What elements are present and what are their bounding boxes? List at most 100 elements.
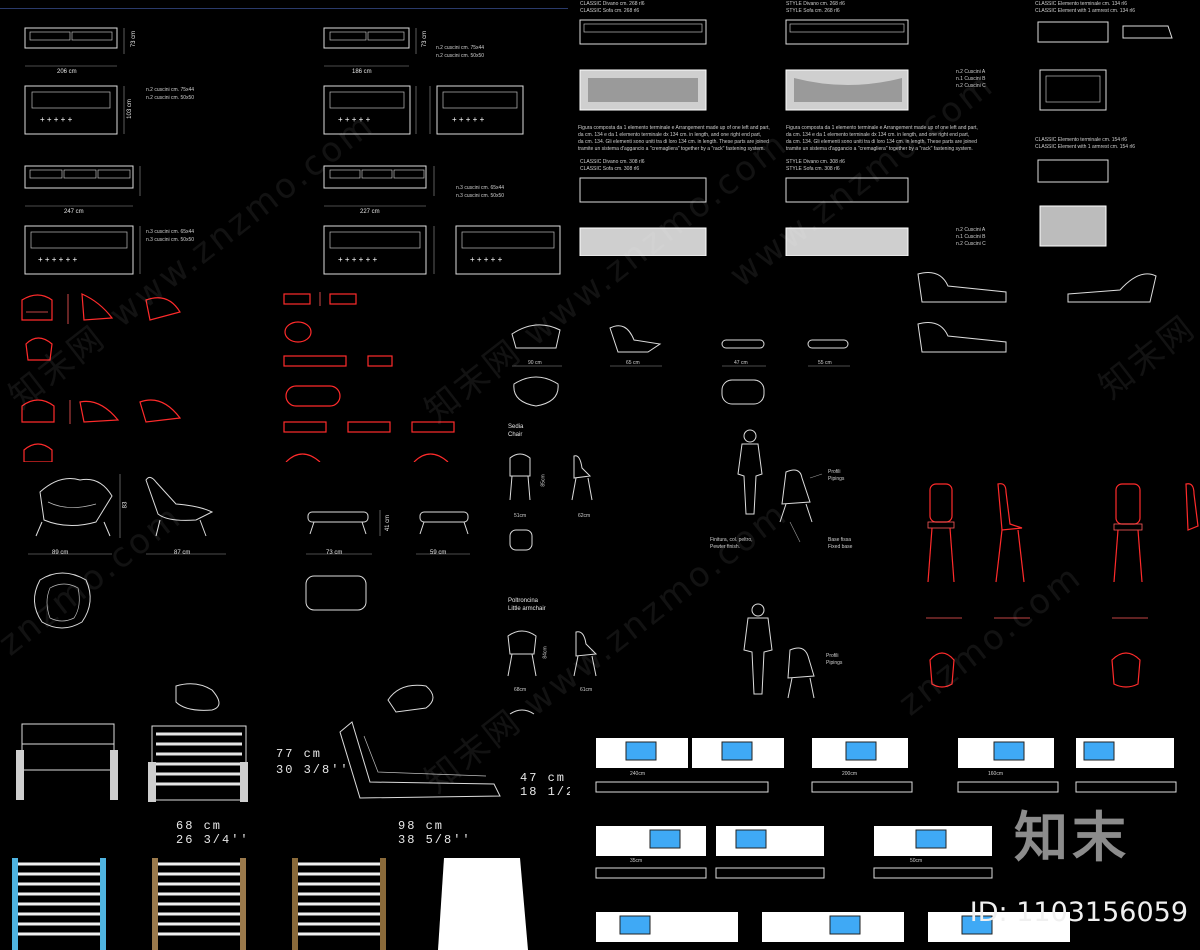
svg-text:+ + + + +: + + + + + [40,115,73,124]
dim-59: 59 cm [430,550,447,556]
red-chair-front [927,483,955,583]
deck-s-cm: 47 cm [520,771,567,785]
deck-w1-in: 26 3/4'' [176,833,250,847]
cat-col3b-sub: CLASSIC Element with 1 armrest cm. 154 r… [1035,144,1136,150]
deck-w2-in: 38 5/8'' [398,833,472,847]
sofa-front-206 [24,27,125,67]
sedia-views [509,453,593,551]
cat-col3b-title: CLASSIC Elemento terminale cm. 154 rl6 [1035,137,1127,143]
cat-col2b-sub: STYLE Sofa cm. 308 rl6 [786,166,840,172]
sofa-front-247 [24,165,141,207]
deck-h-cm: 77 cm [276,747,323,761]
deck-s-in: 18 1/2'' [520,785,570,799]
cat-col3-sub: CLASSIC Element with 1 armrest cm. 134 r… [1035,8,1136,14]
cat-para-3b: da cm. 134. Gli elementi sono uniti tra … [786,139,977,145]
svg-text:+ + + + +: + + + + + [470,255,503,264]
deckchair-svg [12,683,528,950]
profili: Profili [828,469,841,475]
tv-dim-c: 160cm [988,771,1004,777]
pewter: Pewter finish. [710,544,741,550]
deckchair-side [148,683,248,802]
pipings: Pipings [828,476,845,482]
tv-row-2 [595,826,993,879]
little-armchair-label: Little armchair [508,606,546,612]
right-lounge-svg [917,272,1157,353]
cat-para-2b: da cm. 134 e da 1 elemento terminale dx … [786,132,970,138]
deck-w2-cm: 98 cm [398,819,445,833]
deckchair-panel: 77 cm 30 3/8'' 68 cm 26 3/4'' 98 cm 38 5… [0,672,570,950]
svg-text:+ + + + +: + + + + + [452,115,485,124]
dim-89: 89 cm [52,550,69,556]
pipings-2: Pipings [826,660,843,666]
note-3a: n.3 cuscini cm. 65x44 [146,229,195,235]
cushion-1: n.2 Cuscini A [956,69,986,75]
red-armchair-group-2 [21,399,182,462]
note-2b: n.2 cuscini cm. 50x50 [436,53,485,59]
deckchair-front [16,723,118,800]
figure-man [743,603,815,699]
cushion-4: n.2 Cuscini A [956,227,986,233]
dim-55: 55 cm [818,360,832,366]
tv-units-panel: 240cm 200cm 160cm 35cm 50cm [590,732,1200,950]
red-armchair-group-1 [21,293,181,361]
note-2a: n.2 cuscini cm. 75x44 [436,45,485,51]
red-chair-front-2 [1113,483,1199,583]
tv-dim-a: 240cm [630,771,646,777]
top-rule [0,8,568,9]
profili-2: Profili [826,653,839,659]
tv-dim-b: 200cm [842,771,858,777]
base-fissa: Base fissa [828,537,852,543]
lounge-chair-side [119,474,226,555]
sofa-drawings-panel: + + + + + + + + + + + + + + + + + + + + … [0,0,568,280]
znzmo-logo: 知末 [1014,806,1130,869]
cat-para-2: da cm. 134 e da 1 elemento terminale dx … [578,132,762,138]
tv-units-svg [595,738,1177,942]
note-1a: n.2 cuscini cm. 75x44 [146,87,195,93]
cushion-5: n.1 Cuscini B [956,234,986,240]
sofa-plan-247 [24,225,141,275]
dim-227: 227 cm [360,209,380,215]
sofa-plan-186 [323,85,524,135]
lounge-views-panel: 90 cm 65 cm 47 cm 55 cm [500,256,900,416]
cat-col1b-sub: CLASSIC Sofa cm. 308 rl6 [580,166,640,172]
ottoman-side-small [721,339,765,349]
catalog-sofa-col2 [785,19,909,256]
chair-side-view [779,469,823,543]
cushion-2: n.1 Cuscini B [956,76,986,82]
red-chairs-panel [0,282,470,462]
sofa-plan-227 [323,225,561,275]
catalog-sofa-col3 [1037,21,1173,247]
red-chair-tops [926,617,1148,688]
note-4b: n.3 cuscini cm. 50x50 [456,193,505,199]
svg-text:+ + + + + +: + + + + + + [338,255,377,264]
cushion-markers: + + + + + + + + + + + + + + + + + + + + … [38,115,503,264]
chair-catalog-panel: Sedia Chair 51cm 62cm 85cm Profili Pipin… [500,418,900,730]
red-chairs-svg [21,292,455,462]
note-1b: n.2 cuscini cm. 50x50 [146,95,195,101]
lounge-svg [28,474,470,629]
ottoman-views [305,510,470,611]
image-id: ID: 1103156059 [969,897,1188,928]
dim-85: 85cm [540,474,547,487]
cat-para-3: da cm. 134. Gli elementi sono uniti tra … [578,139,769,145]
tv-dim-d: 35cm [630,858,643,864]
sedia-label: Sedia [508,424,524,430]
ottoman-top-small [721,379,765,405]
cushion-6: n.2 Cuscini C [956,241,986,247]
sofa-front-227 [323,165,435,207]
lounge-panel: 89 cm 87 cm 83 73 cm 59 cm 41 cm [0,462,500,672]
lounge-chair-top [34,572,91,629]
cat-col2b-title: STYLE Divano cm. 308 rl6 [786,159,845,165]
dim-247: 247 cm [64,209,84,215]
deckchair-tops [12,858,528,950]
catalog-svg [579,19,1173,256]
svg-text:+ + + + +: + + + + + [338,115,371,124]
dim-90: 90 cm [528,360,542,366]
sofa-drawings-svg: + + + + + + + + + + + + + + + + + + + + … [24,27,561,275]
dim-206: 206 cm [57,69,77,75]
sofa-plan-206 [24,85,125,135]
dim-73: 73 cm [326,550,343,556]
catalog-sofa-col1 [579,19,707,256]
dim-186: 186 cm [352,69,372,75]
ottoman-side-small-2 [807,339,849,349]
